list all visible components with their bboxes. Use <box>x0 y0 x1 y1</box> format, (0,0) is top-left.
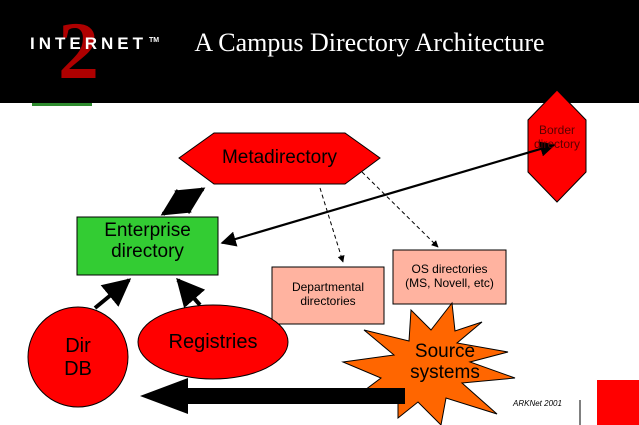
border-directory-line2: directory <box>533 136 580 151</box>
enterprise-line1: Enterprise <box>104 220 191 241</box>
registries-label: Registries <box>168 331 258 353</box>
meta-enterprise-arrow <box>160 187 206 216</box>
slide-title: A Campus Directory Architecture <box>194 28 545 57</box>
source-line2: systems <box>410 361 480 383</box>
source-to-dirdb-arrow <box>140 378 405 414</box>
os-directories-box <box>392 249 507 305</box>
source-line1: Source <box>414 341 476 362</box>
enterprise-border-arrow <box>220 141 556 247</box>
registries-enterprise-arrow <box>176 277 206 309</box>
border-directory-line1: Border <box>538 123 576 137</box>
meta-departmental-arrow <box>319 187 345 263</box>
departmental-directories-box <box>271 266 385 325</box>
logo-tm: TM <box>149 37 160 45</box>
dir-db-line2: DB <box>64 358 92 380</box>
departmental-line1: Departmental <box>291 280 365 294</box>
header-accent-line <box>32 103 92 106</box>
corner-red-block <box>597 380 639 425</box>
logo-text: INTERNET <box>30 34 147 53</box>
enterprise-directory-box <box>76 216 219 276</box>
meta-os-arrow <box>361 171 439 248</box>
source-systems-label: Source systems <box>390 341 500 384</box>
credit-text: ARKNet 2001 <box>513 399 562 408</box>
logo-numeral: 2 <box>58 5 99 96</box>
os-line1: OS directories <box>411 262 488 276</box>
dirdb-enterprise-arrow <box>93 278 132 310</box>
departmental-directories-label: Departmental directories <box>272 280 384 309</box>
header-bar <box>0 0 639 103</box>
enterprise-line2: directory <box>111 240 184 262</box>
dir-db-circle <box>27 306 129 408</box>
metadirectory-label: Metadirectory <box>221 147 338 168</box>
dir-db-label: Dir DB <box>48 335 108 381</box>
enterprise-directory-label: Enterprise directory <box>77 220 218 263</box>
departmental-line2: directories <box>300 293 356 308</box>
dir-db-line1: Dir <box>65 335 91 357</box>
border-directory-label: Border directory <box>522 123 592 152</box>
registries-ellipse <box>137 304 289 380</box>
os-directories-label: OS directories (MS, Novell, etc) <box>393 262 506 291</box>
os-line2: (MS, Novell, etc) <box>405 275 494 290</box>
